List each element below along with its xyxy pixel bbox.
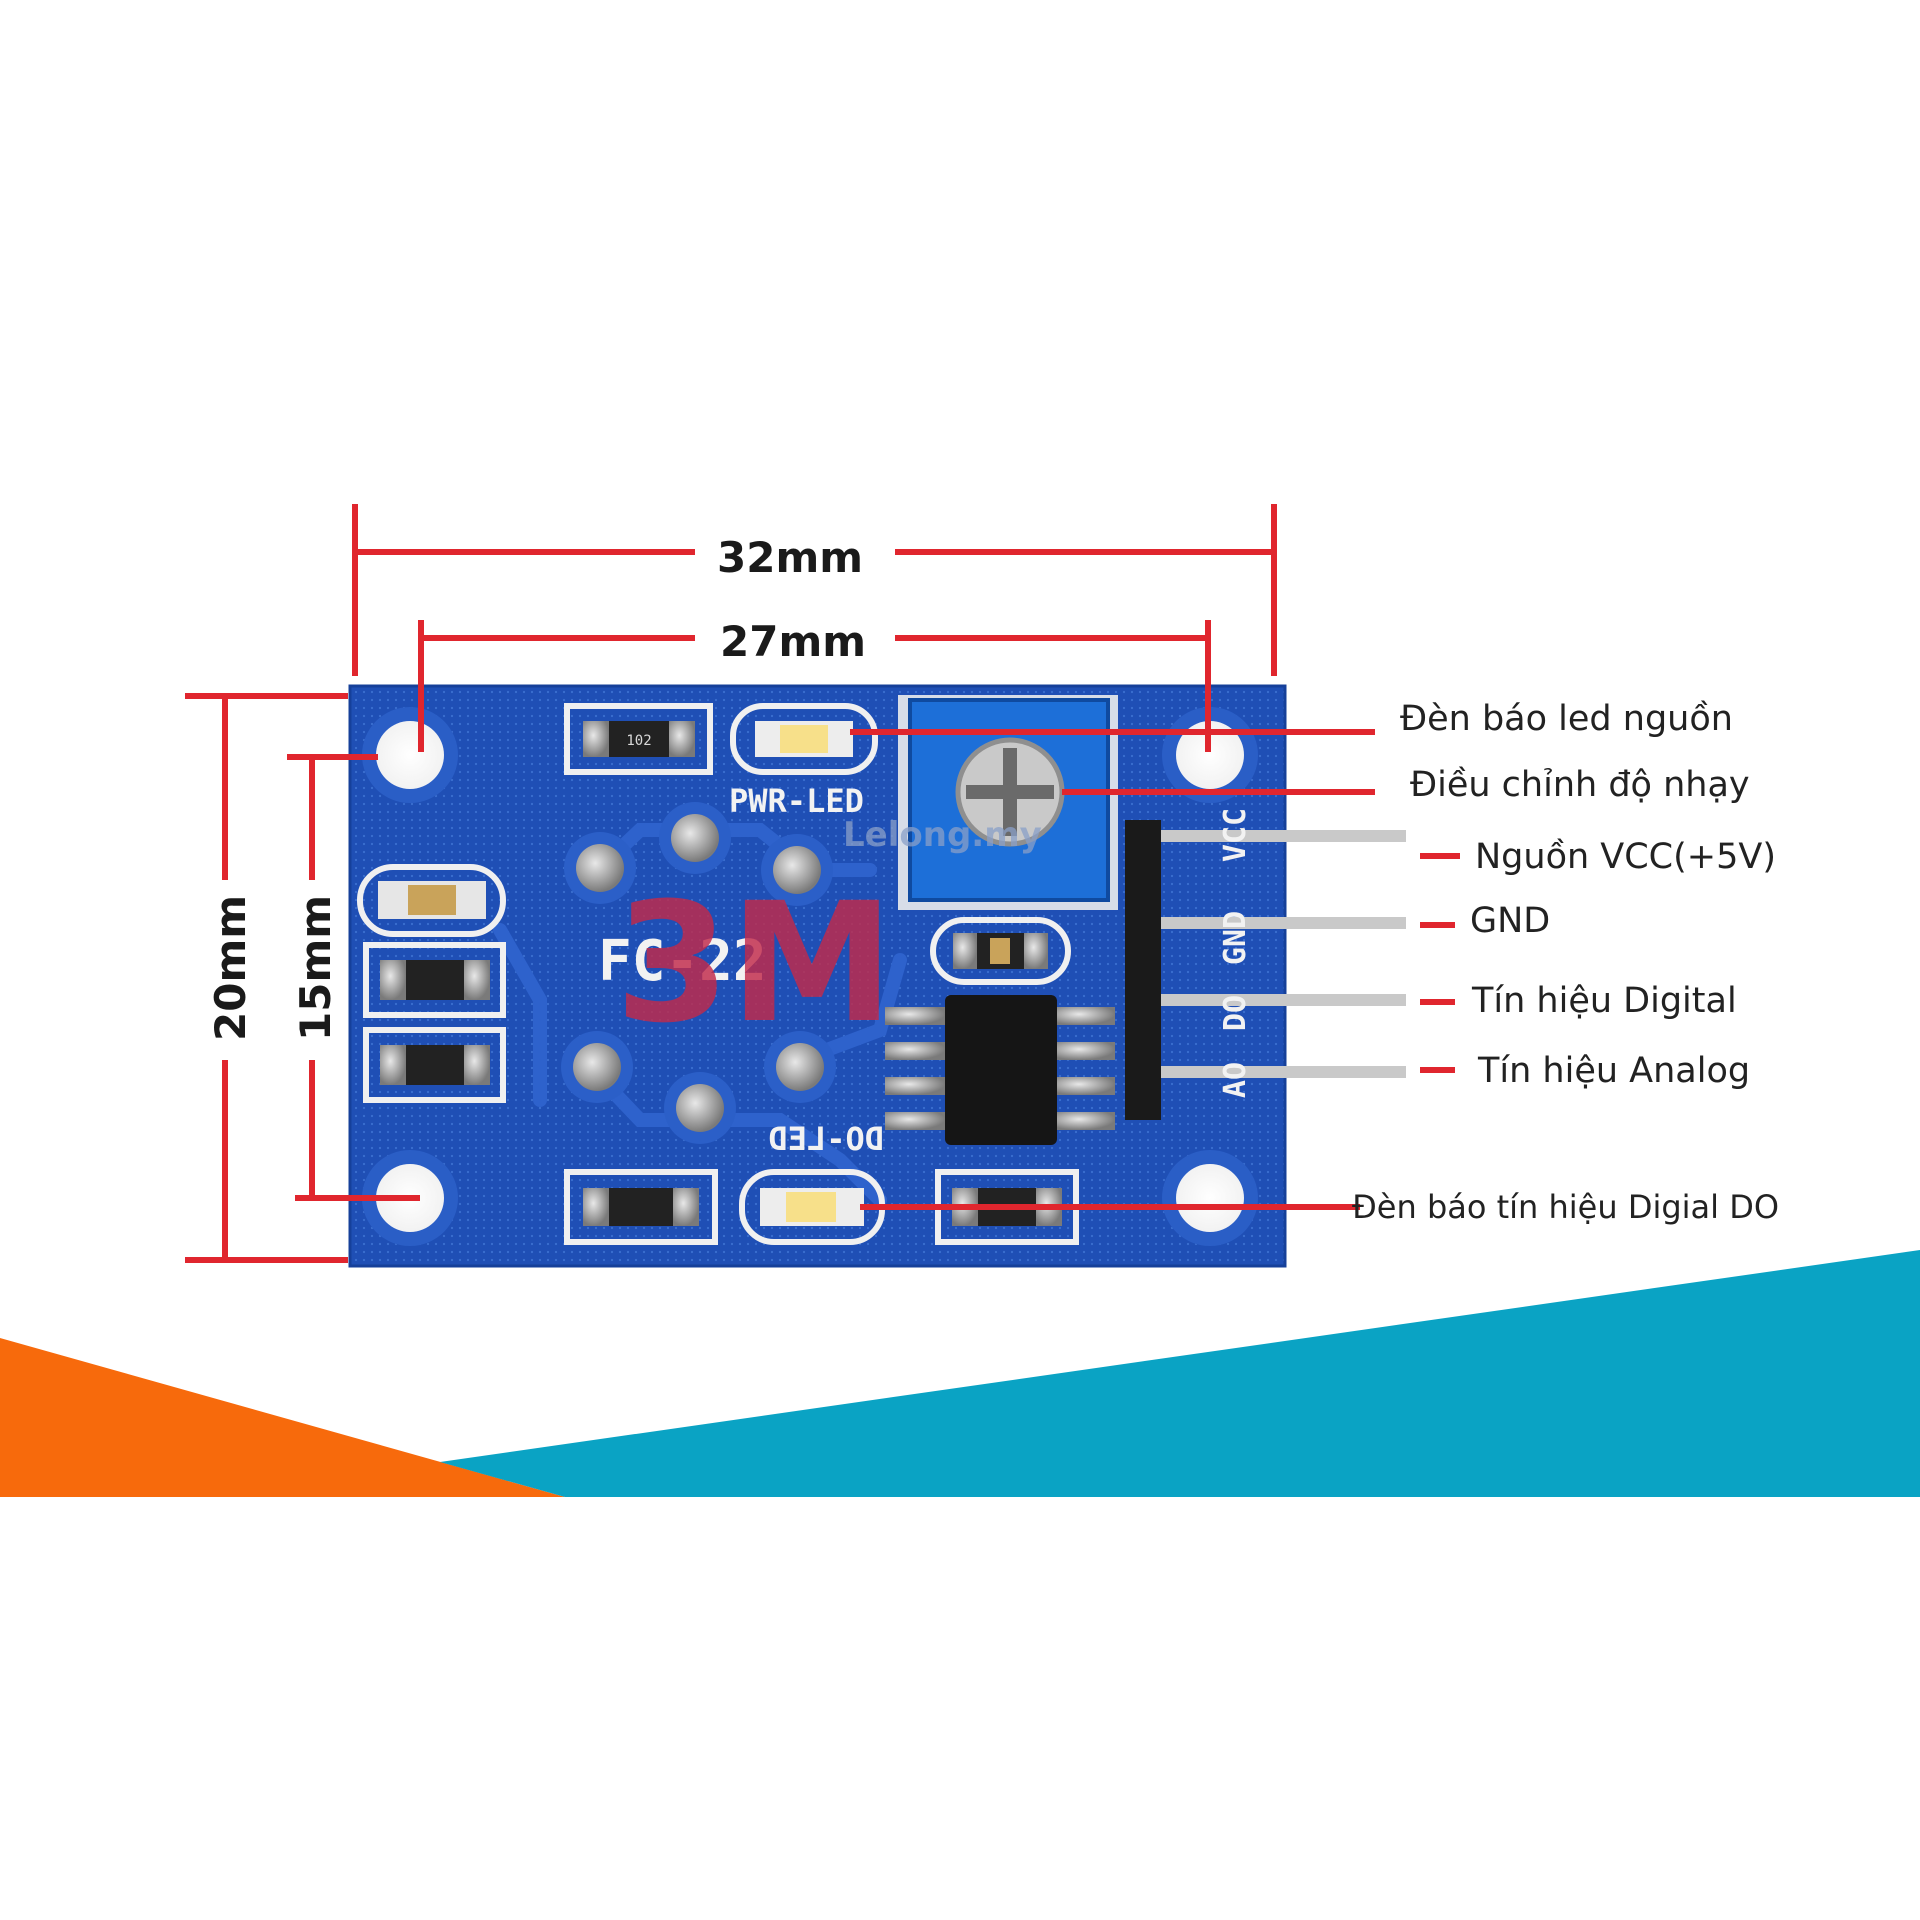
sensor-pad	[573, 1043, 621, 1091]
callout-analog: Tín hiệu Analog	[1477, 1051, 1750, 1091]
pin-label-do: DO	[1218, 995, 1253, 1031]
sensor-pad	[676, 1084, 724, 1132]
mounting-hole-top-right	[1176, 721, 1244, 789]
pot-slot-h	[966, 785, 1054, 799]
ic-body	[945, 995, 1057, 1145]
smd-resistor-left-2	[363, 942, 506, 1018]
pin-label-vcc: VCC	[1218, 808, 1253, 862]
mounting-hole-top-left	[376, 721, 444, 789]
pcb-board: 102 PWR-LED Lelong.my FC-22 3M	[348, 684, 1406, 1268]
callout-digital: Tín hiệu Digital	[1471, 981, 1737, 1021]
pin-label-gnd: GND	[1218, 911, 1253, 965]
pin-vcc	[1161, 830, 1406, 842]
callout-sensitivity: Điều chỉnh độ nhạy	[1410, 765, 1750, 805]
banner-teal-shape	[440, 1250, 1920, 1497]
smd-capacitor-mid	[930, 917, 1071, 985]
pin-label-ao: AO	[1218, 1062, 1253, 1098]
model-silkscreen: FC-22	[598, 929, 767, 994]
sensor-pad	[773, 846, 821, 894]
sensor-pad	[576, 844, 624, 892]
3m-watermark: 3M	[615, 867, 894, 1059]
callout-do-led: Đèn báo tín hiệu Digial DO	[1352, 1188, 1779, 1226]
smd-component-left-1	[357, 864, 506, 937]
dim-label-32mm: 32mm	[717, 533, 863, 582]
dim-label-20mm: 20mm	[206, 895, 255, 1041]
smd-resistor-bottom-left	[564, 1169, 718, 1245]
brand-watermark: Lelong.my	[843, 815, 1042, 855]
callout-power-led: Đèn báo led nguồn	[1400, 699, 1733, 739]
sensor-pads	[561, 802, 836, 1144]
sensitivity-potentiometer	[898, 695, 1118, 910]
callout-vcc: Nguồn VCC(+5V)	[1475, 837, 1776, 877]
pin-gnd	[1161, 917, 1406, 929]
pin-do	[1161, 994, 1406, 1006]
pin-ao	[1161, 1066, 1406, 1078]
banner-orange-shape	[0, 1338, 565, 1497]
sensor-pad	[671, 814, 719, 862]
resistor-code-label: 102	[626, 733, 651, 749]
callout-gnd: GND	[1470, 901, 1550, 941]
mounting-hole-bottom-right	[1176, 1164, 1244, 1232]
smd-resistor-left-3	[363, 1027, 506, 1103]
pin-labels-silkscreen: VCC GND DO AO	[1218, 808, 1253, 1098]
dim-label-27mm: 27mm	[720, 617, 866, 666]
comparator-ic	[885, 995, 1115, 1145]
pwr-led-silkscreen: PWR-LED	[729, 782, 864, 820]
pin-header	[1125, 820, 1406, 1120]
sensor-pad	[776, 1043, 824, 1091]
pwr-led-component	[730, 703, 878, 775]
dim-label-15mm: 15mm	[291, 895, 340, 1041]
decorative-banner	[0, 1250, 1920, 1497]
header-plastic	[1125, 820, 1161, 1120]
trace	[493, 923, 547, 1107]
callout-leaders	[850, 729, 1460, 1210]
smd-resistor-top-left: 102	[564, 703, 713, 775]
dimension-lines	[185, 504, 1277, 1263]
do-led-silkscreen: DO-LED	[768, 1120, 884, 1158]
